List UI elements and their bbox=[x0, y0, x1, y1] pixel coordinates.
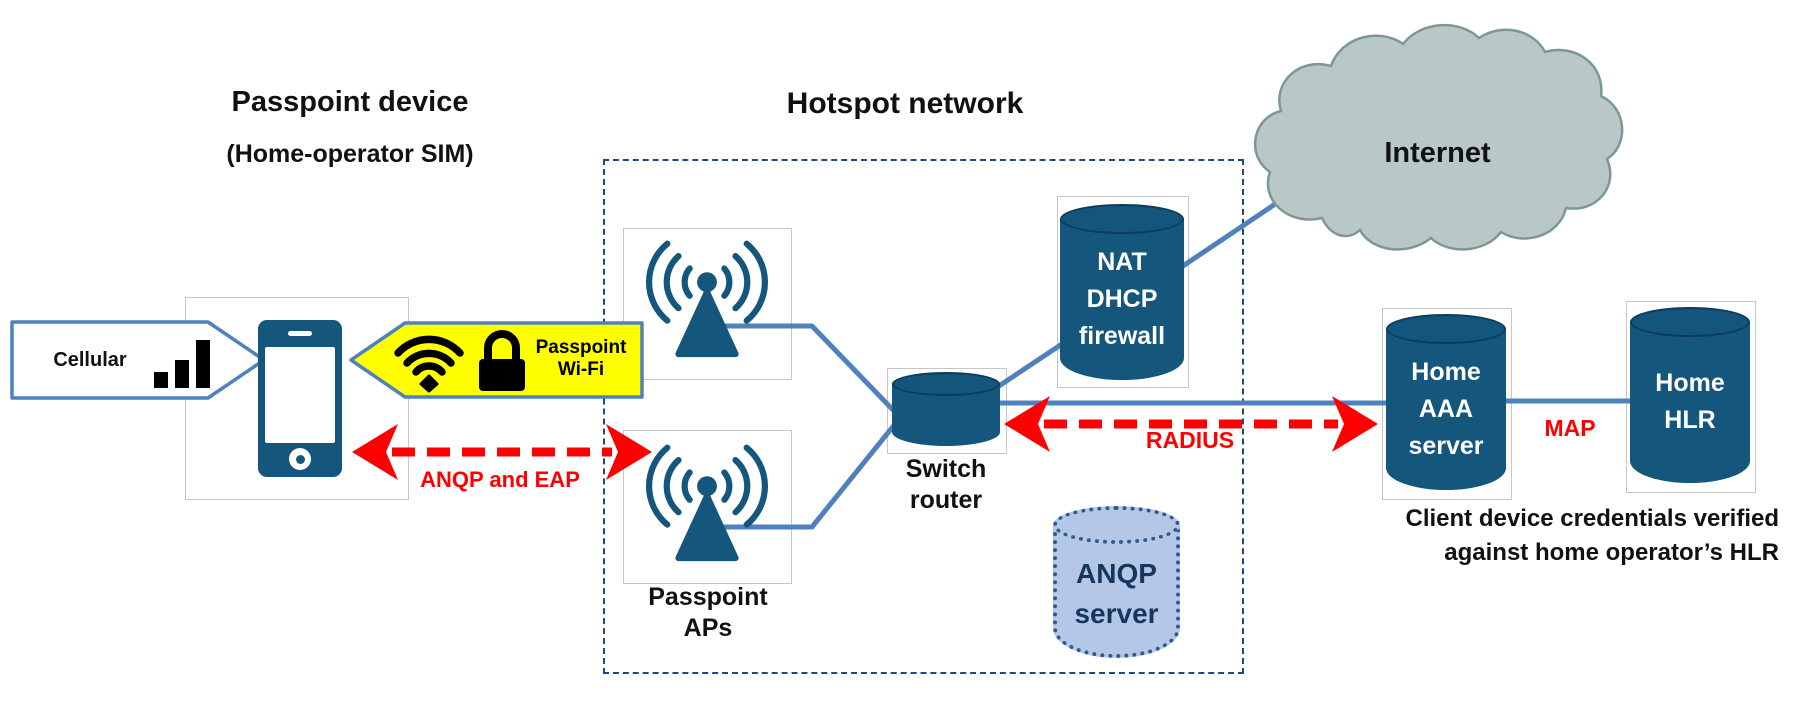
anqp-line1: ANQP bbox=[1076, 558, 1157, 589]
arrowhead-right-icon bbox=[606, 424, 652, 480]
aps-line1: Passpoint bbox=[648, 583, 768, 611]
internet-cloud bbox=[1253, 24, 1624, 251]
nat-dhcp-firewall-cylinder: NAT DHCP firewall bbox=[1060, 204, 1184, 380]
nat-line3: firewall bbox=[1078, 321, 1166, 350]
switch-router-cylinder bbox=[892, 372, 1000, 446]
hlr-line1: Home bbox=[1655, 369, 1725, 397]
ap2-antenna-icon bbox=[646, 444, 768, 562]
cylinder-body bbox=[1630, 322, 1750, 483]
ap1-antenna-icon bbox=[646, 240, 768, 358]
switch-line1: Switch bbox=[905, 455, 987, 483]
switch-line2: router bbox=[909, 486, 983, 514]
anqp-server-cylinder: ANQP server bbox=[1053, 506, 1180, 658]
cylinder-top bbox=[1630, 307, 1750, 337]
passpoint-aps-label: Passpoint APs bbox=[608, 580, 808, 646]
radius-arrow bbox=[1004, 396, 1378, 452]
aaa-line1: Home bbox=[1411, 357, 1481, 386]
wifi-arrow-line1: Passpoint bbox=[535, 337, 627, 358]
arrowhead-right-icon bbox=[1332, 396, 1378, 452]
phone-home-button bbox=[289, 448, 311, 470]
cylinder-top bbox=[1053, 506, 1180, 544]
smartphone-icon bbox=[258, 320, 342, 477]
aaa-line2: AAA bbox=[1418, 394, 1474, 423]
network-links bbox=[722, 183, 1645, 530]
link-ap1-switch bbox=[722, 323, 897, 414]
cylinder-body bbox=[1060, 219, 1184, 380]
radius-label: RADIUS bbox=[1145, 426, 1235, 453]
link-ap2-switch bbox=[722, 422, 897, 530]
wifi-icon bbox=[394, 335, 464, 393]
cylinder-top bbox=[1386, 314, 1506, 344]
passpoint-wifi-label: Passpoint Wi-Fi bbox=[520, 326, 642, 392]
arrowhead-left-icon bbox=[352, 424, 398, 480]
cylinder-top bbox=[892, 372, 1000, 396]
hotspot-network-title: Hotspot network bbox=[786, 87, 1024, 120]
cylinder-body bbox=[1053, 525, 1180, 658]
cylinder-top bbox=[1060, 204, 1184, 234]
signal-bars-icon bbox=[154, 340, 210, 388]
wifi-arrow-line2: Wi-Fi bbox=[557, 359, 605, 380]
hotspot-network-boundary bbox=[603, 159, 1244, 674]
switch-router-label: Switch router bbox=[877, 452, 1015, 518]
lock-icon bbox=[479, 330, 525, 391]
home-aaa-cylinder: Home AAA server bbox=[1386, 314, 1506, 490]
arrowhead-left-icon bbox=[1004, 396, 1050, 452]
phone-screen bbox=[265, 347, 335, 443]
anqp-eap-label: ANQP and EAP bbox=[420, 467, 580, 492]
passpoint-device-title: Passpoint device bbox=[231, 85, 469, 118]
aaa-line3: server bbox=[1408, 431, 1484, 460]
credentials-caption: Client device credentials verified again… bbox=[1337, 502, 1780, 570]
cylinder-body bbox=[1386, 329, 1506, 490]
aps-line2: APs bbox=[683, 614, 733, 642]
anqp-server-label: ANQP server bbox=[1053, 506, 1180, 658]
caption-line1: Client device credentials verified bbox=[1405, 505, 1780, 532]
map-label: MAP bbox=[1544, 414, 1596, 441]
hlr-line2: HLR bbox=[1664, 406, 1716, 434]
nat-line1: NAT bbox=[1097, 247, 1147, 276]
passpoint-device-subtitle: (Home-operator SIM) bbox=[226, 139, 474, 168]
anqp-line2: server bbox=[1074, 598, 1159, 629]
nat-dhcp-firewall-label: NAT DHCP firewall bbox=[1060, 204, 1184, 380]
phone-speaker bbox=[288, 331, 312, 336]
home-hlr-cylinder: Home HLR bbox=[1630, 307, 1750, 483]
nat-line2: DHCP bbox=[1086, 284, 1158, 313]
cellular-label: Cellular bbox=[53, 348, 127, 371]
caption-line2: against home operator’s HLR bbox=[1444, 539, 1779, 566]
phone-home-dot bbox=[295, 454, 305, 464]
home-hlr-label: Home HLR bbox=[1630, 307, 1750, 483]
anqp-eap-arrow bbox=[352, 424, 652, 480]
internet-label: Internet bbox=[1384, 136, 1491, 169]
home-aaa-label: Home AAA server bbox=[1386, 314, 1506, 490]
